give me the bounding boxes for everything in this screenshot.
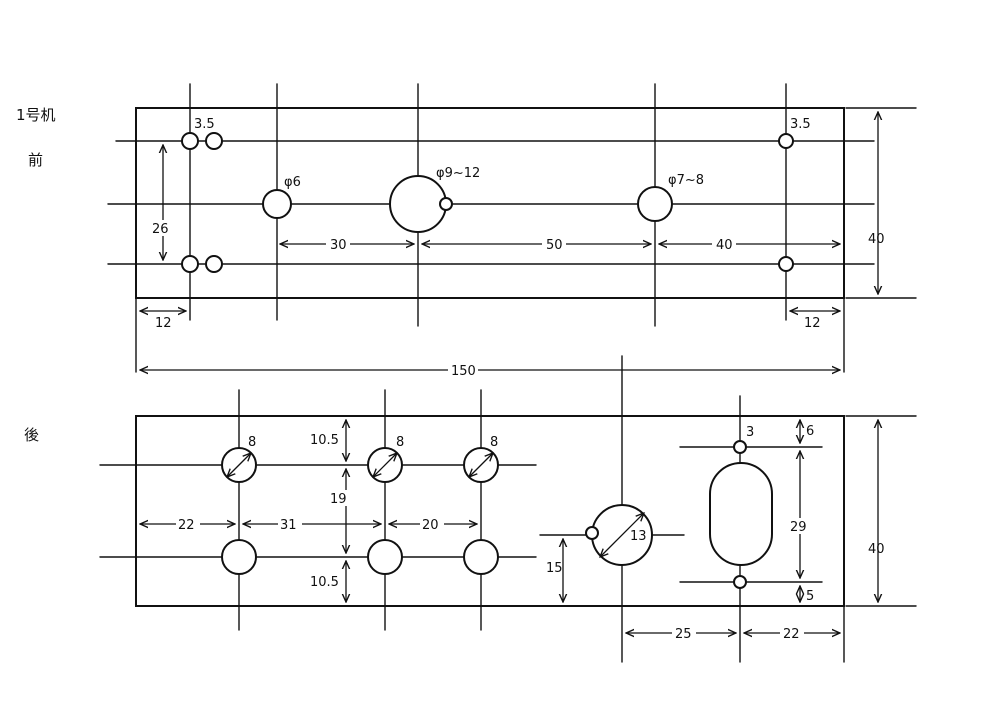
- dim-text: 19: [330, 492, 347, 507]
- back-panel-label: 後: [24, 426, 39, 444]
- diameter-arrow: [227, 453, 251, 477]
- hole-label: 3: [746, 425, 754, 440]
- dim-text: 10.5: [310, 433, 339, 448]
- mount-hole: [778, 256, 794, 272]
- big-hole-label: φ9~12: [436, 166, 480, 181]
- hole-8: [463, 539, 499, 575]
- dim-text: 40: [868, 232, 885, 247]
- dim-text: 50: [546, 238, 563, 253]
- diameter-arrow: [469, 453, 493, 477]
- dim-text: 12: [804, 316, 821, 331]
- dim-text: 6: [806, 424, 814, 439]
- mid-hole-label: φ7~8: [668, 173, 704, 188]
- dim-text: 25: [675, 627, 692, 642]
- mount-hole: [181, 132, 199, 150]
- diameter-arrow: [600, 513, 644, 557]
- hole-label: 8: [248, 435, 256, 450]
- dim-text: 150: [451, 364, 476, 379]
- mount-hole: [778, 133, 794, 149]
- back-panel-outline: [135, 415, 845, 607]
- hole-3: [733, 440, 747, 454]
- dim-text: 40: [716, 238, 733, 253]
- mount-hole: [205, 132, 223, 150]
- small-hole-label: φ6: [284, 175, 301, 190]
- diameter-arrow: [373, 453, 397, 477]
- pilot-hole: [585, 526, 599, 540]
- big-hole: [389, 175, 447, 233]
- mount-hole-label: 3.5: [194, 117, 215, 132]
- dim-text: 22: [783, 627, 800, 642]
- mount-hole: [205, 255, 223, 273]
- hole-label: 8: [490, 435, 498, 450]
- dim-text: 22: [178, 518, 195, 533]
- dim-text: 15: [546, 561, 563, 576]
- front-panel-sublabel: 前: [28, 151, 43, 169]
- hole-3: [733, 575, 747, 589]
- mid-hole: [637, 186, 673, 222]
- hole-8: [367, 539, 403, 575]
- dim-text: 5: [806, 589, 814, 604]
- hole-8: [221, 539, 257, 575]
- hole-label: 8: [396, 435, 404, 450]
- front-panel-outline: [135, 107, 845, 299]
- back-panel: 後 8 8 8: [24, 355, 917, 663]
- dim-text: 30: [330, 238, 347, 253]
- dim-text: 10.5: [310, 575, 339, 590]
- oval-slot: [709, 462, 773, 566]
- hole-label: 13: [630, 529, 647, 544]
- dim-text: 31: [280, 518, 297, 533]
- small-hole: [262, 189, 292, 219]
- front-panel-label: 1号机: [16, 106, 56, 124]
- mount-hole: [181, 255, 199, 273]
- dim-text: 29: [790, 520, 807, 535]
- dim-text: 40: [868, 542, 885, 557]
- mount-hole-label: 3.5: [790, 117, 811, 132]
- dim-text: 26: [152, 222, 169, 237]
- dim-text: 20: [422, 518, 439, 533]
- dim-text: 12: [155, 316, 172, 331]
- front-panel: 1号机 前 3.5 3.5 φ6 φ9~12 φ7~8: [16, 83, 917, 379]
- pilot-hole: [439, 197, 453, 211]
